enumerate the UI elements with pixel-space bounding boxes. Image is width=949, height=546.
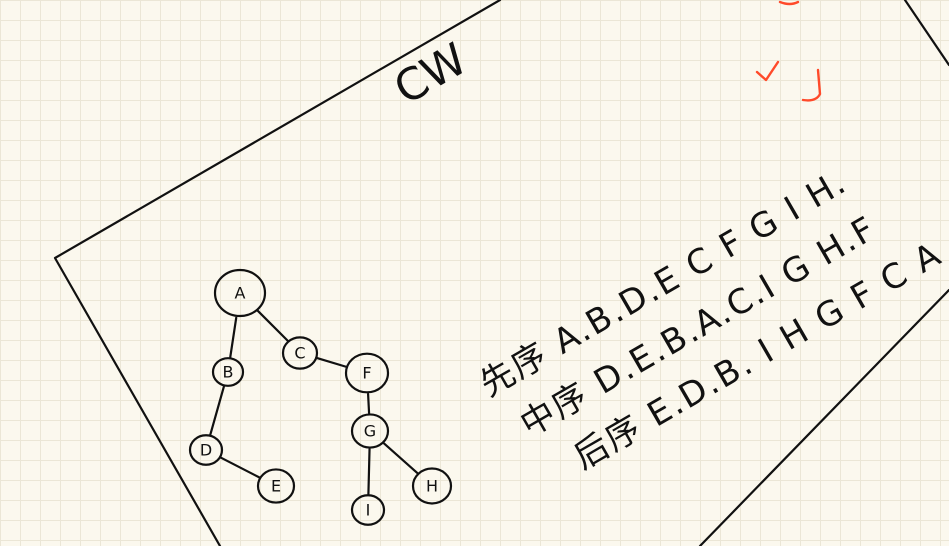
tree-node-circle (411, 467, 453, 505)
tree-node-label: I (366, 501, 371, 520)
tree-node-label: C (294, 344, 305, 363)
tree-node: D (188, 434, 224, 466)
tree-node: F (344, 352, 390, 394)
tree-node-circle (256, 468, 296, 504)
tree-edge (315, 356, 348, 369)
tree-edge (209, 385, 226, 436)
card-outline-right (903, 0, 949, 67)
tree-node-circle (350, 413, 390, 449)
tree-node: H (411, 467, 453, 505)
tree-node-circle (281, 336, 319, 370)
tree-node-label: D (200, 441, 212, 460)
tree-node-label: A (235, 284, 246, 303)
binary-tree: A B C F D E G I H (188, 268, 453, 526)
tree-node-circle (211, 357, 245, 387)
tree-node: C (281, 336, 319, 370)
tree-node-circle (344, 352, 390, 394)
check-mark-icon (801, 68, 822, 102)
card-outline-bottom (698, 288, 949, 546)
tree-node-label: E (271, 477, 281, 496)
tree-edge (382, 441, 419, 475)
tree-edge (219, 456, 262, 479)
tree-node-label: B (223, 363, 234, 382)
tree-node: A (213, 268, 267, 318)
check-mark-icon (755, 60, 780, 82)
tree-node-circle (213, 268, 267, 318)
tree-edge (366, 392, 371, 415)
tree-node-circle (188, 434, 224, 466)
tree-node: I (350, 494, 386, 526)
check-mark-icon (778, 0, 800, 6)
tree-edge (229, 316, 238, 359)
tree-node: B (211, 357, 245, 387)
tree-node-circle (350, 494, 386, 526)
card-outline (53, 0, 502, 546)
tree-node-label: H (426, 477, 438, 496)
tree-edge (367, 447, 371, 496)
tree-node-label: F (362, 364, 371, 383)
heading-cw: CW (386, 34, 476, 115)
tree-node: E (256, 468, 296, 504)
tree-node: G (350, 413, 390, 449)
tree-edge (256, 309, 290, 343)
tree-node-label: G (364, 422, 376, 441)
